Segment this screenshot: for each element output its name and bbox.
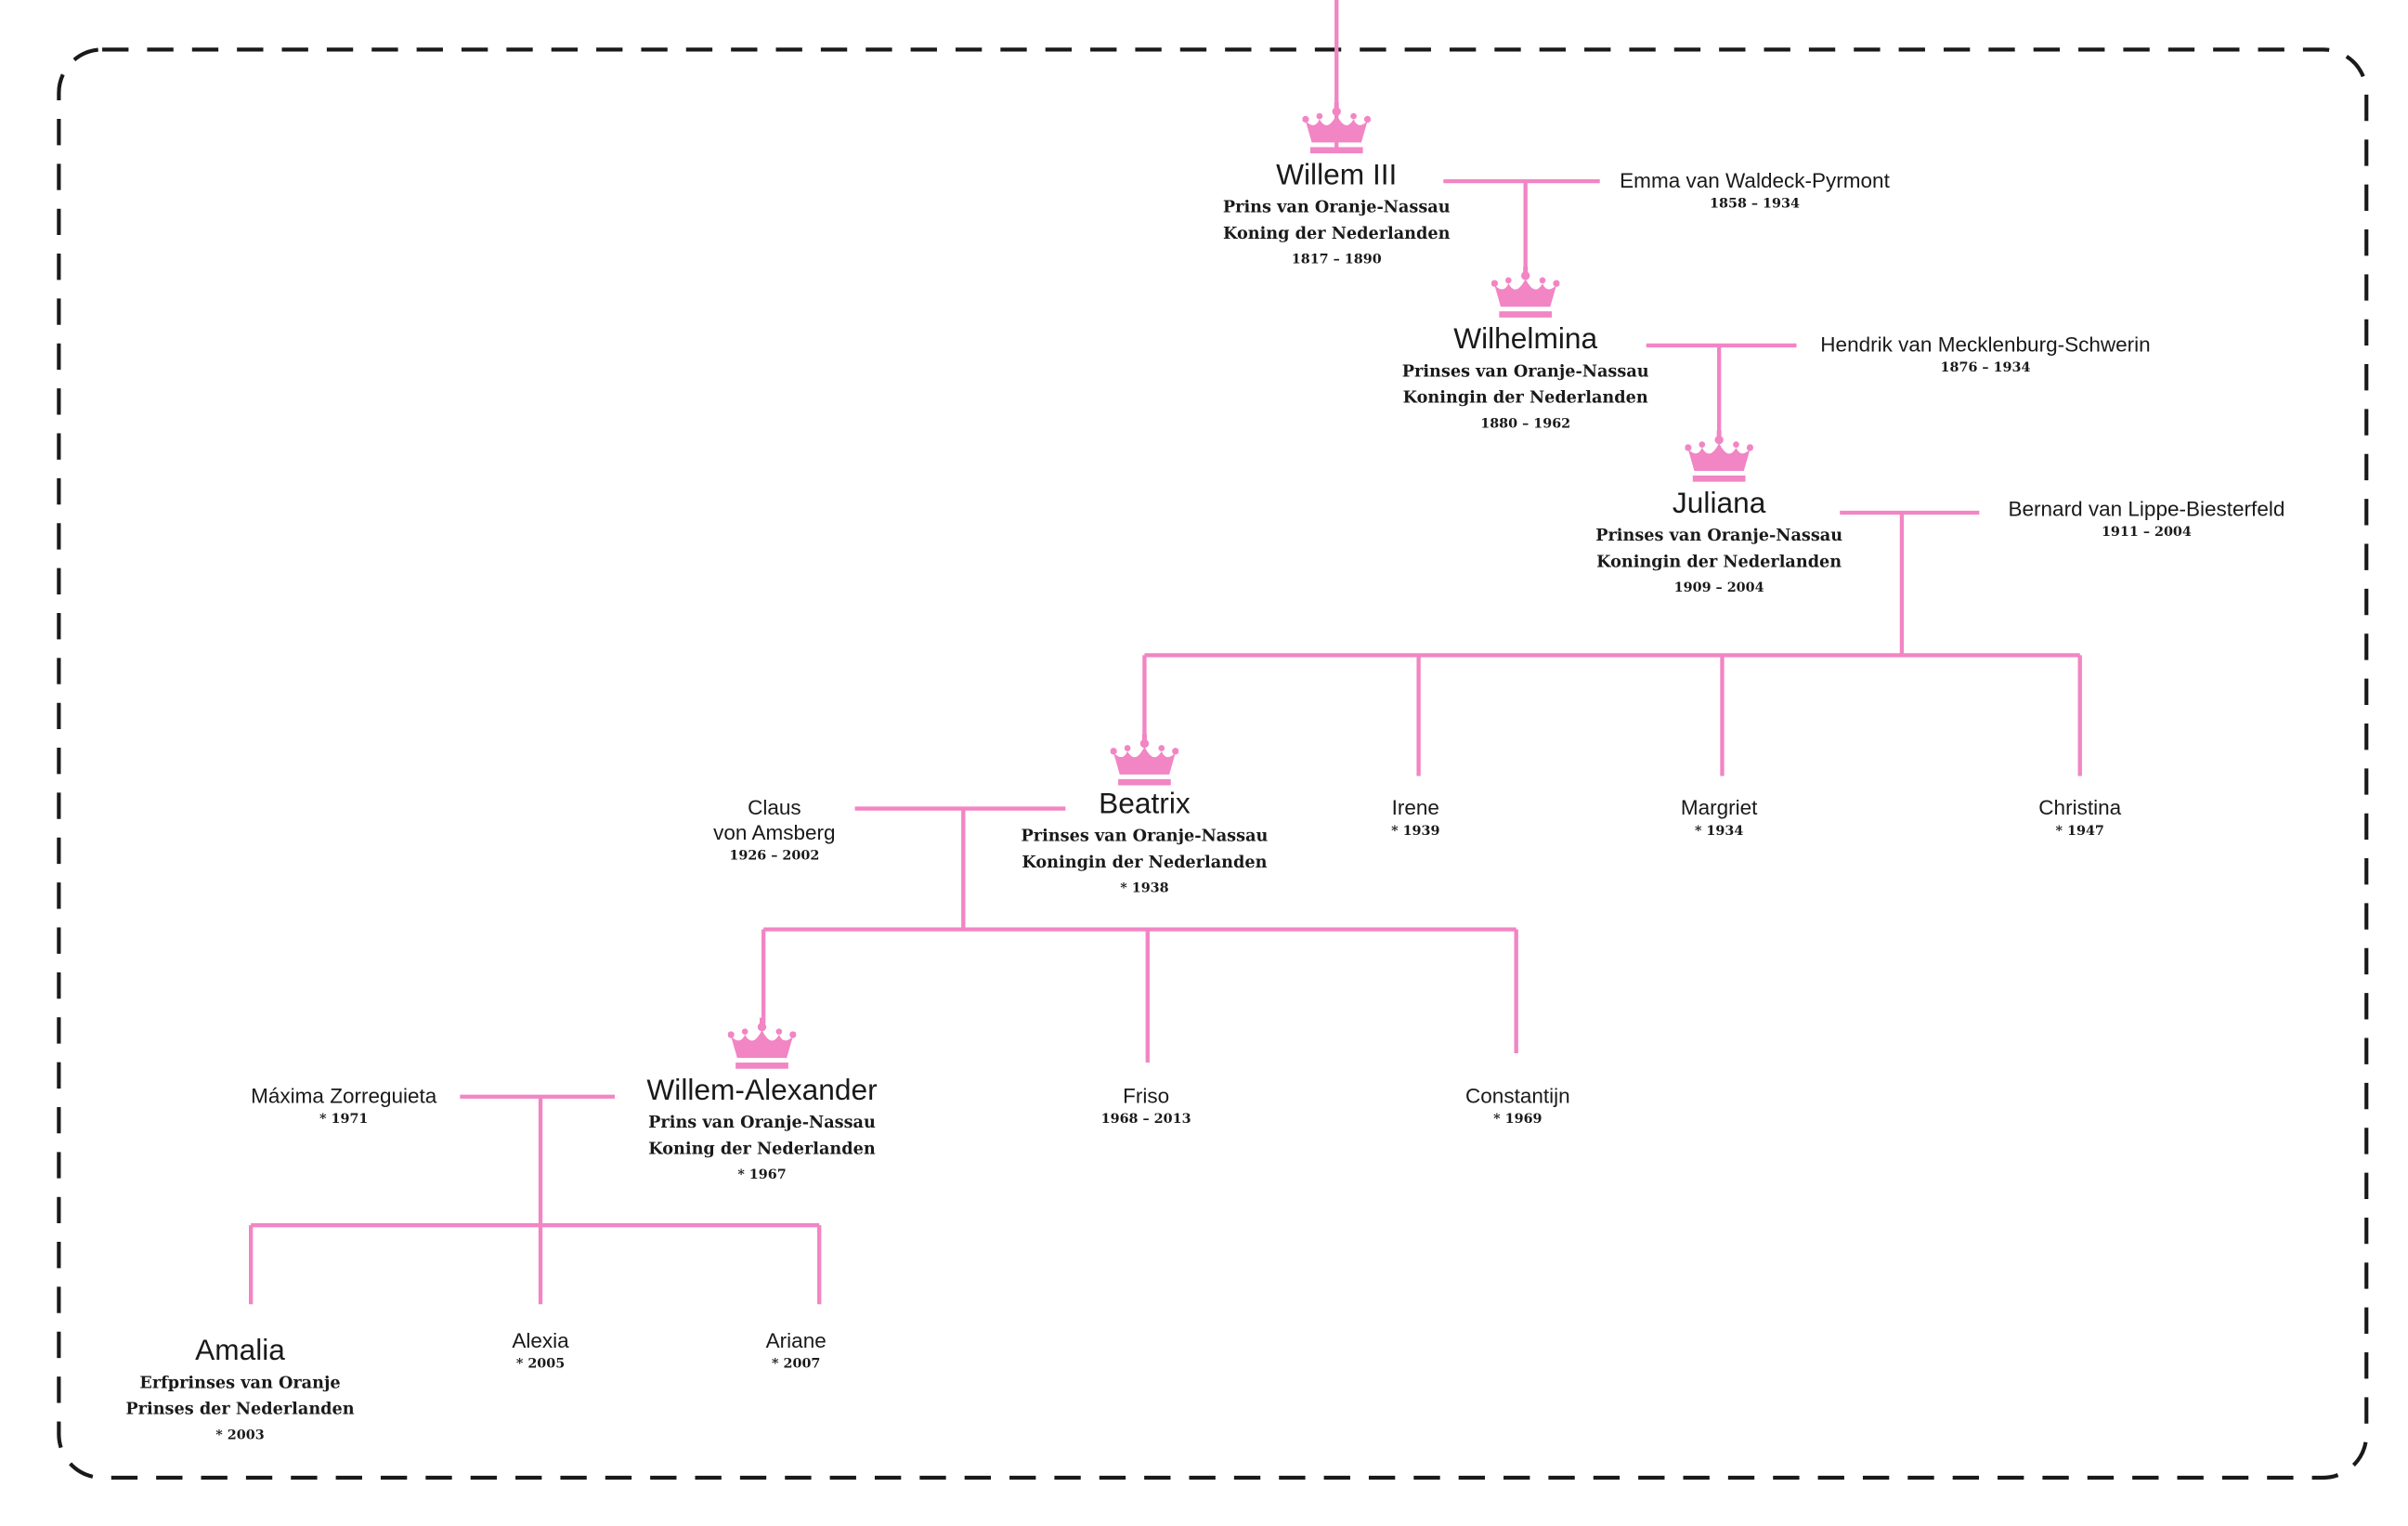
person-alexia: Alexia * 2005 xyxy=(512,1329,568,1376)
dashed-frame xyxy=(57,47,2369,1480)
person-years: 1876 – 1934 xyxy=(1940,360,2031,377)
person-name: Alexia xyxy=(512,1328,569,1352)
lineage-lines xyxy=(248,0,2082,1305)
crown-icon xyxy=(1110,734,1179,786)
person-title: Koningin der Nederlanden xyxy=(1402,389,1648,409)
person-name: Bernard van Lippe-Biesterfeld xyxy=(2008,497,2285,521)
person-name: Constantijn xyxy=(1465,1084,1570,1108)
crown-icon xyxy=(1490,266,1560,318)
person-name: Irene xyxy=(1391,796,1439,820)
person-years: 1858 – 1934 xyxy=(1710,197,1800,213)
person-title: Koningin der Nederlanden xyxy=(1596,554,1842,573)
person-years: * 1934 xyxy=(1694,824,1744,841)
person-title: Prinses van Oranje-Nassau xyxy=(1021,827,1269,846)
person-title: Koning der Nederlanden xyxy=(648,1141,876,1160)
person-title: Prinses der Nederlanden xyxy=(125,1401,355,1420)
person-years: 1968 – 2013 xyxy=(1100,1112,1191,1128)
crown-icon xyxy=(1302,102,1371,154)
person-years: * 2003 xyxy=(215,1428,265,1444)
person-irene: Irene * 1939 xyxy=(1391,796,1439,842)
person-friso: Friso 1968 – 2013 xyxy=(1101,1084,1191,1130)
crown-icon xyxy=(727,1017,797,1069)
person-willem-alexander: Willem-Alexander Prins van Oranje-Nassau… xyxy=(646,1075,877,1186)
person-years: 1926 – 2002 xyxy=(729,849,820,866)
person-maxima: Máxima Zorreguieta * 1971 xyxy=(251,1084,436,1130)
person-years: 1911 – 2004 xyxy=(2101,525,2192,541)
person-years: * 1971 xyxy=(319,1112,369,1128)
person-title: Erfprinses van Oranje xyxy=(139,1373,341,1392)
person-emma: Emma van Waldeck-Pyrmont 1858 – 1934 xyxy=(1620,169,1890,215)
person-name: Friso xyxy=(1123,1084,1170,1108)
person-wilhelmina: Wilhelmina Prinses van Oranje-Nassau Kon… xyxy=(1402,324,1649,436)
person-years: * 1939 xyxy=(1391,824,1440,841)
person-years: * 1969 xyxy=(1493,1112,1542,1128)
person-name: von Amsberg xyxy=(713,821,836,845)
person-title: Prins van Oranje-Nassau xyxy=(1222,198,1451,217)
person-years: * 1967 xyxy=(737,1167,787,1184)
person-bernard: Bernard van Lippe-Biesterfeld 1911 – 200… xyxy=(2008,497,2284,543)
person-name: Ariane xyxy=(765,1328,827,1352)
person-title: Koning der Nederlanden xyxy=(1223,225,1451,244)
person-title: Prinses van Oranje-Nassau xyxy=(1401,361,1649,381)
person-years: 1909 – 2004 xyxy=(1673,580,1764,597)
person-title: Prins van Oranje-Nassau xyxy=(648,1113,876,1132)
person-amalia: Amalia Erfprinses van Oranje Prinses der… xyxy=(125,1336,354,1447)
person-name: Juliana xyxy=(1672,488,1766,521)
person-years: * 2007 xyxy=(772,1357,821,1373)
person-name: Claus xyxy=(748,796,801,820)
person-claus: Claus von Amsberg 1926 – 2002 xyxy=(713,796,835,867)
crown-icon xyxy=(1685,430,1753,482)
person-title: Koningin der Nederlanden xyxy=(1022,854,1268,873)
person-name: Máxima Zorreguieta xyxy=(251,1084,437,1108)
person-constantijn: Constantijn * 1969 xyxy=(1465,1084,1570,1130)
person-beatrix: Beatrix Prinses van Oranje-Nassau Koning… xyxy=(1021,789,1268,900)
person-years: * 1938 xyxy=(1120,880,1169,897)
person-name: Amalia xyxy=(195,1335,285,1368)
person-years: 1880 – 1962 xyxy=(1480,416,1571,433)
person-name: Margriet xyxy=(1680,796,1758,820)
person-name: Willem III xyxy=(1276,159,1398,192)
person-name: Willem-Alexander xyxy=(646,1075,878,1108)
person-name: Wilhelmina xyxy=(1453,323,1598,357)
person-name: Emma van Waldeck-Pyrmont xyxy=(1620,168,1890,192)
person-name: Christina xyxy=(2038,796,2122,820)
person-willem-iii: Willem III Prins van Oranje-Nassau Konin… xyxy=(1223,160,1451,271)
person-years: * 1947 xyxy=(2055,824,2104,841)
person-years: 1817 – 1890 xyxy=(1291,252,1382,268)
person-years: * 2005 xyxy=(515,1357,566,1373)
person-name: Beatrix xyxy=(1099,788,1191,821)
person-hendrik: Hendrik van Mecklenburg-Schwerin 1876 – … xyxy=(1820,333,2150,380)
person-margriet: Margriet * 1934 xyxy=(1681,796,1758,842)
person-christina: Christina * 1947 xyxy=(2038,796,2121,842)
person-name: Hendrik van Mecklenburg-Schwerin xyxy=(1820,333,2151,357)
person-ariane: Ariane * 2007 xyxy=(766,1329,827,1376)
person-juliana: Juliana Prinses van Oranje-Nassau Koning… xyxy=(1595,488,1842,599)
person-title: Prinses van Oranje-Nassau xyxy=(1595,526,1843,545)
